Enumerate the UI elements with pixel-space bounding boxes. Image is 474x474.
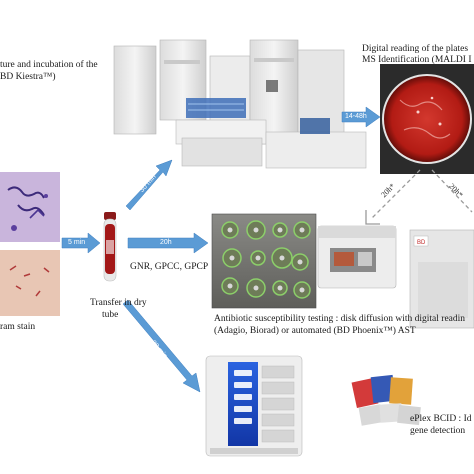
arrow-14-48h: [341, 106, 381, 128]
gram-stain-purple-image: [0, 172, 60, 242]
gram-stain-label: ram stain: [0, 322, 36, 332]
agar-plate-icon: [380, 64, 474, 174]
eplex-label-line1: ePlex BCID : Id: [410, 414, 472, 424]
blood-tube-icon: [103, 212, 117, 282]
arrow-30min-down: [122, 299, 201, 393]
svg-text:BD: BD: [417, 240, 426, 246]
ast-label-line1: Antibiotic susceptibility testing : disk…: [214, 314, 466, 324]
culture-label-line1: ture and incubation of the: [0, 60, 98, 70]
transfer-label-line1: Transfer in dry: [90, 298, 147, 308]
maldi-instrument-icon: [317, 225, 397, 289]
eplex-label-line2: gene detection: [410, 426, 466, 436]
ast-label-line2: (Adagio, Biorad) or automated (BD Phoeni…: [214, 326, 416, 336]
arrow-20h: [127, 232, 209, 254]
gram-stain-pink-image: [0, 250, 60, 316]
digital-reading-label-line2: MS Identification (MALDI I: [362, 55, 472, 65]
disk-diffusion-plate-icon: [211, 213, 317, 309]
eplex-instrument-icon: [205, 355, 303, 457]
arrow-30min-up: [125, 159, 173, 211]
arrow-5min: [61, 232, 101, 254]
digital-reading-label-line1: Digital reading of the plates: [362, 44, 469, 54]
arrow-20h-label: 20h: [160, 239, 172, 246]
phoenix-instrument-icon: BD: [409, 229, 474, 329]
lab-automation-system-icon: [113, 39, 367, 169]
culture-label-line2: BD Kiestra™): [0, 72, 56, 82]
gram-stain-images: [0, 172, 60, 316]
transfer-label-line2: tube: [102, 310, 119, 320]
organism-label: GNR, GPCC, GPCP: [130, 262, 209, 272]
arrow-5min-label: 5 min: [68, 239, 86, 246]
arrow-14-48h-label: 14-48h: [345, 113, 367, 120]
dashed-arrows: [365, 169, 473, 225]
eplex-cartridges-icon: [351, 374, 421, 426]
